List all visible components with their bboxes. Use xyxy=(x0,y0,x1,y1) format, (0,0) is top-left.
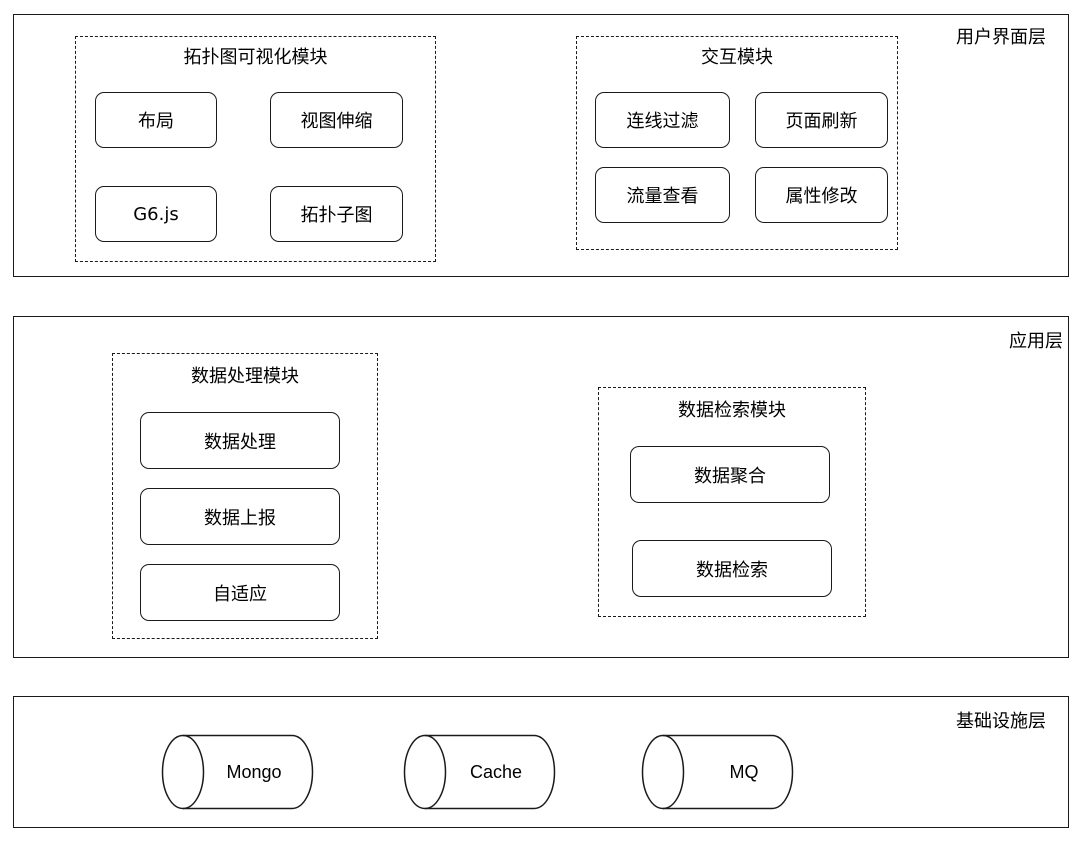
traffic-view-box: 流量查看 xyxy=(595,167,730,223)
mongo-database-icon: Mongo xyxy=(160,734,314,810)
infrastructure-layer-title: 基础设施层 xyxy=(956,711,1046,732)
topology-visualization-module: 拓扑图可视化模块 xyxy=(75,36,436,262)
interaction-module: 交互模块 xyxy=(576,36,898,250)
data-retrieval-box: 数据检索 xyxy=(632,540,832,597)
data-retrieval-module: 数据检索模块 xyxy=(598,387,866,617)
layout-box: 布局 xyxy=(95,92,217,148)
view-zoom-box: 视图伸缩 xyxy=(270,92,403,148)
page-refresh-box: 页面刷新 xyxy=(755,92,888,148)
data-processing-module: 数据处理模块 xyxy=(112,353,378,639)
interaction-module-title: 交互模块 xyxy=(701,47,773,68)
mq-database-icon: MQ xyxy=(640,734,794,810)
g6js-box: G6.js xyxy=(95,186,217,242)
ui-layer-title: 用户界面层 xyxy=(956,27,1046,48)
cache-label: Cache xyxy=(469,761,523,782)
topology-subgraph-box: 拓扑子图 xyxy=(270,186,403,242)
retrieval-module-title: 数据检索模块 xyxy=(678,400,786,421)
cache-database-icon: Cache xyxy=(402,734,556,810)
application-layer-title: 应用层 xyxy=(1009,331,1063,352)
data-report-box: 数据上报 xyxy=(140,488,340,545)
data-processing-box: 数据处理 xyxy=(140,412,340,469)
link-filter-box: 连线过滤 xyxy=(595,92,730,148)
mongo-label: Mongo xyxy=(226,761,282,782)
adaptive-box: 自适应 xyxy=(140,564,340,621)
processing-module-title: 数据处理模块 xyxy=(191,366,299,387)
mq-label: MQ xyxy=(729,761,759,782)
data-aggregation-box: 数据聚合 xyxy=(630,446,830,503)
topology-module-title: 拓扑图可视化模块 xyxy=(183,47,328,68)
attribute-edit-box: 属性修改 xyxy=(755,167,888,223)
